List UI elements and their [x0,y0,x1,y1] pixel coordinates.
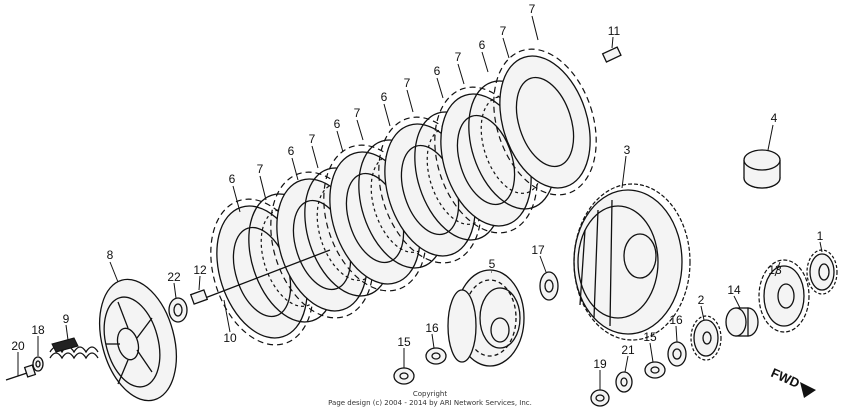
washer-16a [425,347,447,365]
clutch-spring [49,337,99,360]
callout-6: 6 [334,117,341,131]
callout-17: 17 [531,243,545,257]
callout-14: 14 [727,283,741,297]
callout-16: 16 [425,321,439,335]
callout-7: 7 [309,132,316,146]
clutch-outer [573,183,691,341]
callout-6: 6 [288,144,295,158]
collar [743,149,781,189]
callout-11: 11 [608,24,621,38]
callout-8: 8 [107,248,114,262]
washer-21 [615,371,633,393]
lock-nut-15a [393,367,415,385]
callout-7: 7 [529,2,536,16]
callout-15: 15 [643,330,657,344]
callout-19: 19 [593,357,607,371]
callout-6: 6 [434,64,441,78]
callout-22: 22 [167,270,181,284]
copyright-line-2: Page design (c) 2004 - 2014 by ARI Netwo… [328,399,532,407]
callout-12: 12 [193,263,207,277]
copyright-line-1: Copyright [412,390,448,398]
callout-3: 3 [624,143,631,157]
callout-6: 6 [479,38,486,52]
callout-13: 13 [768,263,782,277]
callout-15: 15 [397,335,411,349]
forward-direction-indicator: FWD [769,365,816,398]
primary-drive-gear [758,259,810,333]
callout-21: 21 [621,343,635,357]
clutch-center [447,269,525,367]
callout-16: 16 [669,313,683,327]
callout-20: 20 [11,339,25,353]
callout-4: 4 [771,111,778,125]
callout-7: 7 [257,162,264,176]
pressure-plate [99,278,177,402]
callout-7: 7 [500,24,507,38]
oil-pump-drive-sprocket [690,315,722,361]
washer-16b [667,341,687,367]
callout-10: 10 [223,331,237,345]
callout-6: 6 [229,172,236,186]
fwd-label: FWD [769,365,802,391]
spline-sleeve [725,307,759,337]
bearing-22 [168,297,188,323]
callout-6: 6 [381,90,388,104]
callout-1: 1 [817,229,824,243]
arrow-icon [800,382,816,398]
thrust-washer-17 [539,271,559,301]
bolt [5,364,37,381]
callout-2: 2 [698,293,705,307]
callout-5: 5 [489,257,496,271]
clutch-plate-stack [210,48,597,346]
lock-nut-15b [644,361,666,379]
callout-7: 7 [455,50,462,64]
lifter-rod [204,249,331,299]
needle-bearing [806,249,838,295]
nut-19 [590,389,610,407]
washer-18 [32,356,44,372]
callout-7: 7 [354,106,361,120]
lifter-piece [189,289,209,305]
leader-lines [17,15,823,390]
callout-18: 18 [31,323,45,337]
dowel-pin [601,46,622,63]
friction-disc-6f [493,48,597,196]
callout-labels: 6 7 6 7 6 7 6 7 6 7 6 7 7 11 4 3 5 17 8 … [11,2,823,371]
callout-9: 9 [63,312,70,326]
callout-7: 7 [404,76,411,90]
copyright-notice: Copyright Page design (c) 2004 - 2014 by… [300,390,560,408]
